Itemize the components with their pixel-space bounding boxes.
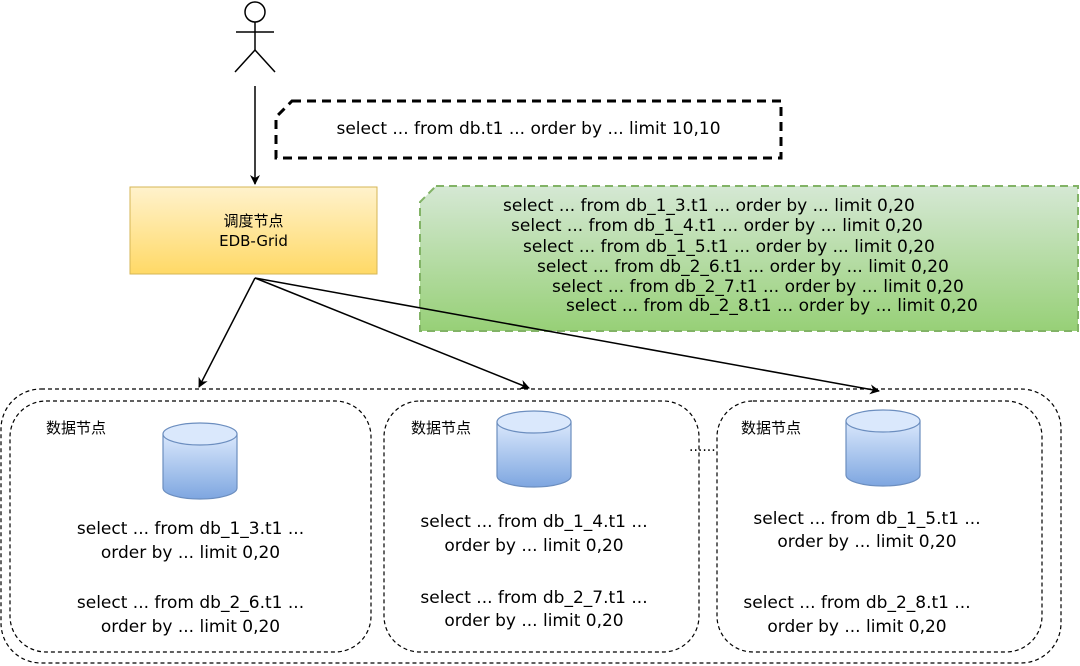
rewritten-query-line: select ... from db_2_8.t1 ... order by .… xyxy=(566,296,978,316)
rewritten-query-line: select ... from db_1_5.t1 ... order by .… xyxy=(523,237,935,257)
rewritten-query-line: select ... from db_1_3.t1 ... order by .… xyxy=(503,196,915,216)
data-node-label: 数据节点 xyxy=(741,419,802,437)
data-node-3-container[interactable] xyxy=(716,400,1043,653)
scheduler-subtitle: EDB-Grid xyxy=(219,232,288,250)
data-cluster-container xyxy=(0,388,1062,664)
node-query-line: select ... from db_2_6.t1 ... xyxy=(76,593,305,613)
scheduler-node[interactable] xyxy=(129,186,378,275)
database-cylinder-icon xyxy=(496,410,572,488)
data-node-2-container[interactable] xyxy=(383,400,700,653)
node-query-line: order by ... limit 0,20 xyxy=(777,532,957,552)
rewritten-query-line: select ... from db_2_6.t1 ... order by .… xyxy=(537,257,949,277)
data-node-label: 数据节点 xyxy=(411,419,472,437)
node-query-line: select ... from db_1_3.t1 ... xyxy=(76,519,305,539)
scheduler-to-node3-arrow xyxy=(254,277,880,395)
node-query-line: select ... from db_1_4.t1 ... xyxy=(420,512,648,532)
scheduler-to-node2-arrow xyxy=(254,277,530,390)
node-query-line: select ... from db_2_7.t1 ... xyxy=(420,588,648,608)
node-query-line: select ... from db_2_8.t1 ... xyxy=(743,593,971,613)
rewritten-query-line: select ... from db_1_4.t1 ... order by .… xyxy=(511,216,923,236)
node-query-line: order by ... limit 0,20 xyxy=(444,611,624,631)
node-query-line: order by ... limit 0,20 xyxy=(767,617,947,637)
rewritten-query-line: select ... from db_2_7.t1 ... order by .… xyxy=(552,277,964,297)
node-query-line: select ... from db_1_5.t1 ... xyxy=(753,509,981,529)
client-query-text: select ... from db.t1 ... order by ... l… xyxy=(336,119,721,139)
node-query-line: order by ... limit 0,20 xyxy=(100,543,281,563)
scheduler-title: 调度节点 xyxy=(223,212,284,230)
user-actor-icon xyxy=(234,1,276,73)
scheduler-to-node1-arrow xyxy=(198,277,256,388)
client-query-note xyxy=(274,99,783,160)
data-node-1-container[interactable] xyxy=(9,400,372,653)
more-nodes-ellipsis: ...... xyxy=(689,439,716,455)
database-cylinder-icon xyxy=(162,422,238,500)
data-node-label: 数据节点 xyxy=(46,419,107,437)
database-cylinder-icon xyxy=(845,409,921,487)
node-query-line: order by ... limit 0,20 xyxy=(444,536,624,556)
rewritten-queries-note xyxy=(419,185,1079,332)
node-query-line: order by ... limit 0,20 xyxy=(100,617,281,637)
